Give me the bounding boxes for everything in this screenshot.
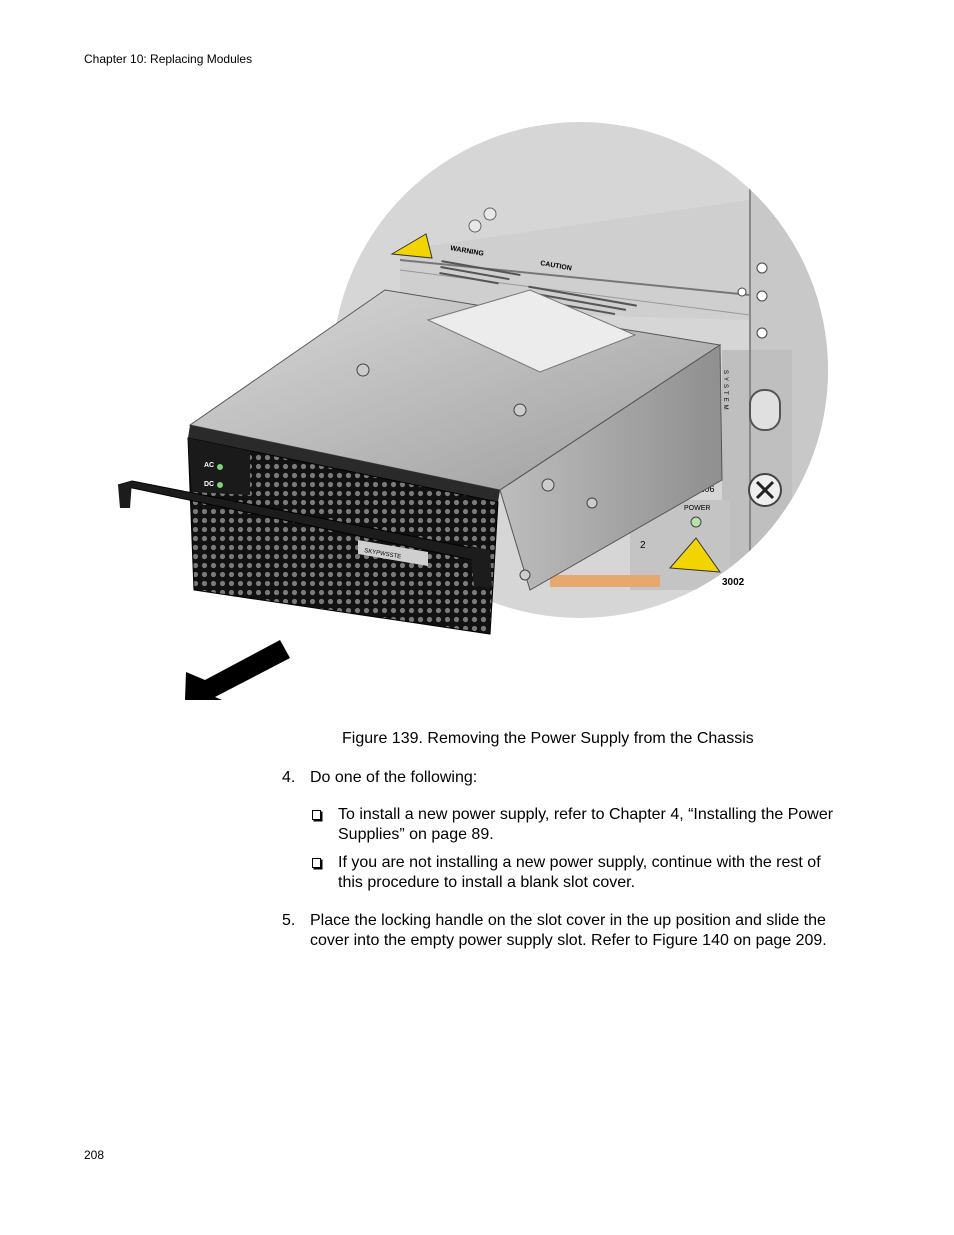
bullet-text: If you are not installing a new power su… xyxy=(338,854,821,891)
running-header: Chapter 10: Replacing Modules xyxy=(84,52,253,66)
figure-part-number: 3002 xyxy=(722,577,745,588)
step-number: 5. xyxy=(282,912,296,929)
removal-arrow-icon xyxy=(185,640,290,700)
dc-led-label: DC xyxy=(204,481,214,488)
power-supply-illustration: WARNING CAUTION SYSTEM AN06 POWER 2 3002 xyxy=(117,122,828,635)
figure-power-supply-removal: WARNING CAUTION SYSTEM AN06 POWER 2 3002 xyxy=(110,120,840,710)
power-led-label: POWER xyxy=(684,505,710,512)
checkbox-bullet-icon xyxy=(312,858,321,868)
step-text: Do one of the following: xyxy=(310,769,478,786)
slot-number: 2 xyxy=(640,540,646,551)
ac-led-label: AC xyxy=(204,462,214,469)
bullet-text: To install a new power supply, refer to … xyxy=(338,806,834,843)
checkbox-bullet-icon xyxy=(312,810,321,820)
figure-caption: Figure 139. Removing the Power Supply fr… xyxy=(342,730,754,747)
step-text: Place the locking handle on the slot cov… xyxy=(310,912,827,949)
system-label: SYSTEM xyxy=(722,370,728,413)
page-number: 208 xyxy=(84,1148,105,1162)
power-supply-unit: AC DC SKYPWSSTE xyxy=(117,289,723,635)
step-number: 4. xyxy=(282,769,296,786)
